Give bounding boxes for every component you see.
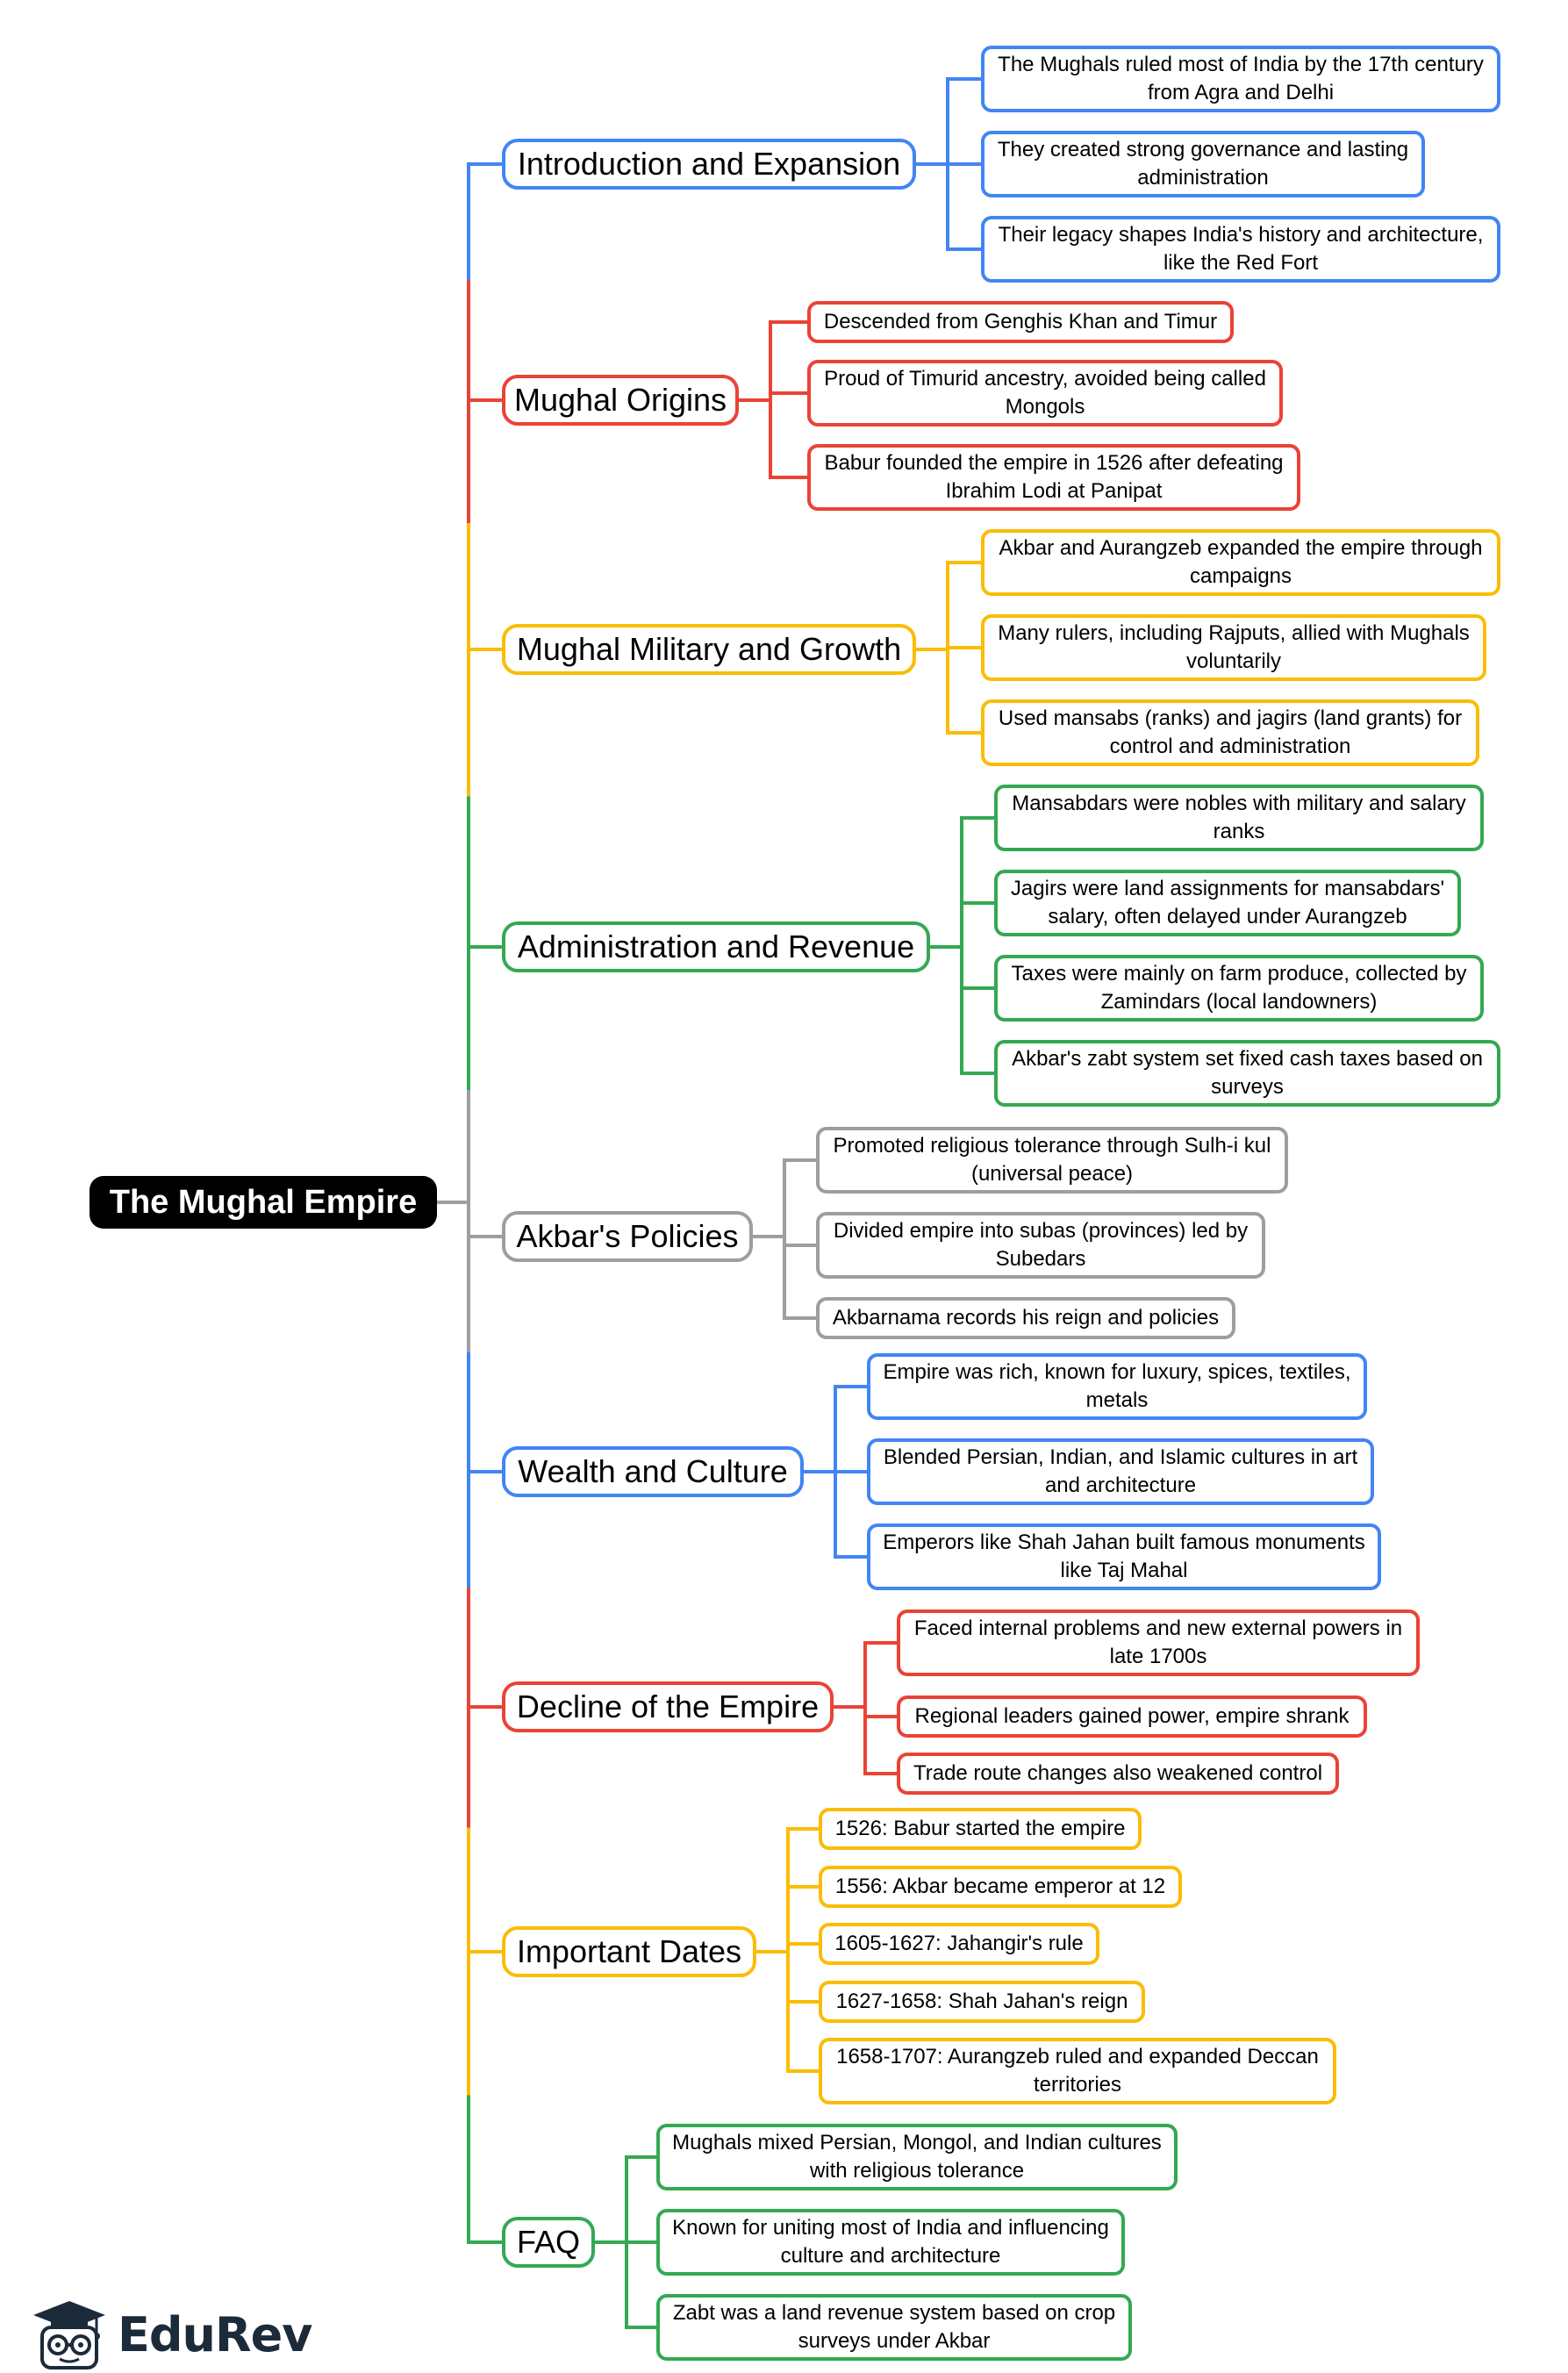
leaf-node: The Mughals ruled most of India by the 1… bbox=[981, 46, 1500, 112]
leaf-node: Mansabdars were nobles with military and… bbox=[994, 785, 1484, 851]
leaf-text: Used mansabs (ranks) and jagirs (land gr… bbox=[998, 706, 1463, 758]
leaf-text: 1526: Babur started the empire bbox=[834, 1817, 1126, 1840]
branch-introduction-and-expansion: Introduction and Expansion bbox=[502, 139, 916, 190]
leaf-text: Emperors like Shah Jahan built famous mo… bbox=[883, 1531, 1365, 1582]
leaf-node: Zabt was a land revenue system based on … bbox=[656, 2294, 1132, 2361]
leaf-text: Akbar's zabt system set fixed cash taxes… bbox=[1012, 1047, 1483, 1099]
branch-label: Important Dates bbox=[516, 1933, 742, 1969]
leaf-node: Taxes were mainly on farm produce, colle… bbox=[994, 955, 1484, 1022]
leaf-text: Divided empire into subas (provinces) le… bbox=[833, 1219, 1249, 1271]
branch-akbar-s-policies: Akbar's Policies bbox=[502, 1211, 753, 1262]
branch-faq: FAQ bbox=[502, 2217, 595, 2268]
leaf-text: Akbar and Aurangzeb expanded the empire … bbox=[999, 536, 1483, 588]
leaf-node: Many rulers, including Rajputs, allied w… bbox=[981, 614, 1486, 681]
leaf-node: Empire was rich, known for luxury, spice… bbox=[867, 1353, 1367, 1420]
branch-mughal-origins: Mughal Origins bbox=[502, 375, 739, 426]
root-label: The Mughal Empire bbox=[109, 1183, 418, 1221]
leaf-text: Mughals mixed Persian, Mongol, and India… bbox=[672, 2131, 1162, 2183]
leaf-text: Zabt was a land revenue system based on … bbox=[672, 2301, 1116, 2353]
leaf-node: Used mansabs (ranks) and jagirs (land gr… bbox=[981, 699, 1479, 766]
leaf-text: Regional leaders gained power, empire sh… bbox=[914, 1704, 1350, 1728]
leaf-node: Proud of Timurid ancestry, avoided being… bbox=[807, 360, 1283, 427]
leaf-node: Divided empire into subas (provinces) le… bbox=[816, 1212, 1265, 1279]
leaf-text: Jagirs were land assignments for mansabd… bbox=[1010, 877, 1445, 928]
branch-label: Introduction and Expansion bbox=[517, 146, 901, 182]
branch-decline-of-the-empire: Decline of the Empire bbox=[502, 1681, 834, 1732]
leaf-node: Akbarnama records his reign and policies bbox=[816, 1297, 1235, 1339]
leaf-node: Blended Persian, Indian, and Islamic cul… bbox=[867, 1438, 1374, 1505]
leaf-text: Mansabdars were nobles with military and… bbox=[1012, 792, 1466, 843]
leaf-node: 1526: Babur started the empire bbox=[819, 1808, 1142, 1850]
leaf-node: Descended from Genghis Khan and Timur bbox=[807, 301, 1234, 343]
leaf-node: Known for uniting most of India and infl… bbox=[656, 2209, 1125, 2276]
leaf-node: Jagirs were land assignments for mansabd… bbox=[994, 870, 1461, 936]
leaf-node: Their legacy shapes India's history and … bbox=[981, 216, 1500, 283]
branch-label: Mughal Military and Growth bbox=[516, 631, 902, 667]
leaf-node: Promoted religious tolerance through Sul… bbox=[816, 1127, 1288, 1194]
leaf-node: 1605-1627: Jahangir's rule bbox=[819, 1923, 1099, 1965]
branch-wealth-and-culture: Wealth and Culture bbox=[502, 1446, 804, 1497]
leaf-node: 1658-1707: Aurangzeb ruled and expanded … bbox=[819, 2038, 1336, 2104]
leaf-text: Many rulers, including Rajputs, allied w… bbox=[998, 621, 1470, 673]
leaf-text: 1658-1707: Aurangzeb ruled and expanded … bbox=[836, 2045, 1319, 2097]
leaf-text: The Mughals ruled most of India by the 1… bbox=[998, 53, 1484, 104]
leaf-text: Their legacy shapes India's history and … bbox=[998, 223, 1484, 275]
leaf-text: Faced internal problems and new external… bbox=[913, 1617, 1403, 1668]
leaf-node: 1627-1658: Shah Jahan's reign bbox=[819, 1981, 1145, 2023]
leaf-node: Regional leaders gained power, empire sh… bbox=[897, 1696, 1367, 1738]
branch-administration-and-revenue: Administration and Revenue bbox=[502, 921, 930, 972]
leaf-text: 1556: Akbar became emperor at 12 bbox=[834, 1875, 1166, 1898]
leaf-text: Taxes were mainly on farm produce, colle… bbox=[1011, 962, 1467, 1014]
leaf-node: Akbar and Aurangzeb expanded the empire … bbox=[981, 529, 1500, 596]
branch-important-dates: Important Dates bbox=[502, 1926, 756, 1977]
branch-mughal-military-and-growth: Mughal Military and Growth bbox=[502, 624, 916, 675]
leaf-text: Blended Persian, Indian, and Islamic cul… bbox=[883, 1445, 1358, 1497]
branch-label: FAQ bbox=[516, 2224, 581, 2260]
logo-text: EduRev bbox=[118, 2306, 312, 2362]
branch-label: Akbar's Policies bbox=[516, 1218, 739, 1254]
edurev-logo: EduRev bbox=[32, 2298, 312, 2371]
leaf-node: Trade route changes also weakened contro… bbox=[897, 1753, 1339, 1795]
leaf-text: Akbarnama records his reign and policies bbox=[832, 1306, 1220, 1330]
branch-label: Wealth and Culture bbox=[518, 1453, 788, 1489]
root-node: The Mughal Empire bbox=[89, 1176, 437, 1229]
leaf-node: They created strong governance and lasti… bbox=[981, 131, 1425, 197]
leaf-text: They created strong governance and lasti… bbox=[997, 138, 1409, 190]
leaf-node: Faced internal problems and new external… bbox=[897, 1609, 1420, 1676]
leaf-text: Descended from Genghis Khan and Timur bbox=[823, 310, 1218, 333]
leaf-text: Promoted religious tolerance through Sul… bbox=[833, 1134, 1271, 1186]
leaf-text: Proud of Timurid ancestry, avoided being… bbox=[824, 367, 1266, 419]
branch-label: Mughal Origins bbox=[513, 382, 727, 418]
leaf-node: Babur founded the empire in 1526 after d… bbox=[807, 444, 1300, 511]
leaf-node: Mughals mixed Persian, Mongol, and India… bbox=[656, 2124, 1178, 2190]
branch-label: Decline of the Empire bbox=[516, 1688, 820, 1724]
leaf-text: 1605-1627: Jahangir's rule bbox=[834, 1932, 1084, 1955]
graduate-mascot-icon bbox=[33, 2301, 105, 2369]
leaf-node: Akbar's zabt system set fixed cash taxes… bbox=[994, 1040, 1500, 1107]
leaf-text: Known for uniting most of India and infl… bbox=[672, 2216, 1109, 2268]
leaf-text: Empire was rich, known for luxury, spice… bbox=[883, 1360, 1351, 1412]
branch-label: Administration and Revenue bbox=[517, 928, 915, 964]
leaf-text: Babur founded the empire in 1526 after d… bbox=[824, 451, 1284, 503]
leaf-text: Trade route changes also weakened contro… bbox=[913, 1761, 1323, 1785]
leaf-node: Emperors like Shah Jahan built famous mo… bbox=[867, 1523, 1381, 1590]
leaf-node: 1556: Akbar became emperor at 12 bbox=[819, 1866, 1182, 1908]
leaf-text: 1627-1658: Shah Jahan's reign bbox=[835, 1989, 1128, 2013]
